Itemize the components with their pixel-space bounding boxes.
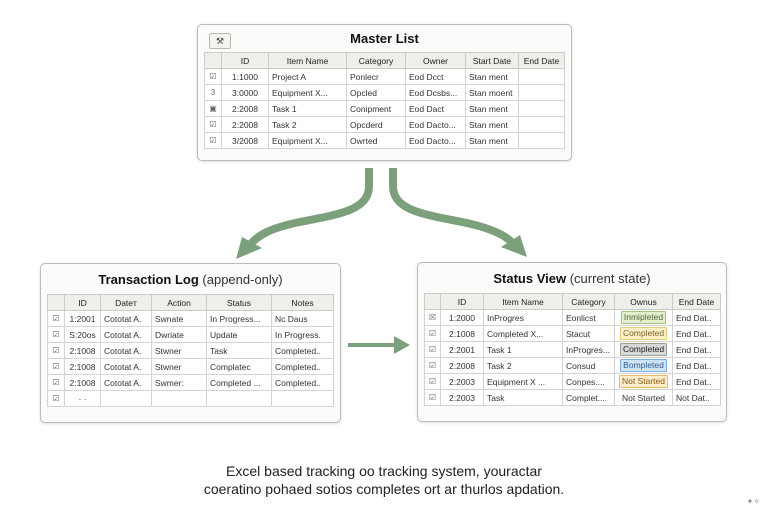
master-list-title: Master List (350, 31, 419, 46)
column-header[interactable]: Start Date (465, 52, 519, 69)
table-row[interactable]: ☑· · (47, 390, 334, 407)
flow-arrowhead-mid (394, 336, 410, 354)
column-header[interactable] (424, 293, 441, 310)
status-badge: Completed (619, 327, 668, 340)
caption: Excel based tracking oo tracking system,… (0, 462, 768, 498)
status-cell[interactable]: Not Started (614, 373, 673, 390)
corner-sparkle-icon: ✦✧ (746, 497, 760, 506)
tools-icon[interactable]: ⚒ (209, 33, 231, 49)
status-badge: Bompleted (620, 359, 667, 372)
column-header[interactable] (204, 52, 222, 69)
status-badge: Completed (619, 343, 668, 356)
column-header[interactable]: Status (206, 294, 272, 311)
caption-line-1: Excel based tracking oo tracking system,… (226, 463, 542, 479)
column-header[interactable]: Ownus (614, 293, 673, 310)
status-cell[interactable]: Inmipleted (614, 309, 673, 326)
column-header[interactable]: Owner (405, 52, 466, 69)
column-header[interactable]: Notes (271, 294, 334, 311)
row-checkbox[interactable]: ☑ (47, 390, 65, 407)
column-header[interactable]: ID (64, 294, 101, 311)
transaction-log-title: Transaction Log (append-only) (98, 272, 283, 287)
flow-arrowhead-left (236, 237, 262, 259)
column-header[interactable] (47, 294, 65, 311)
table-cell[interactable]: Not Dat.. (672, 389, 721, 406)
table-cell[interactable]: 2:2003 (440, 389, 484, 406)
column-header[interactable]: End Date (518, 52, 565, 69)
table-cell[interactable] (271, 390, 334, 407)
status-cell[interactable]: Completed (614, 341, 673, 358)
flow-arrow-master-to-status (389, 168, 519, 249)
column-header[interactable]: Dateт (100, 294, 152, 311)
column-header[interactable]: ID (221, 52, 269, 69)
flow-arrow-master-to-transaction (244, 168, 373, 251)
column-header[interactable]: Item Name (483, 293, 563, 310)
caption-line-2: coeratino pohaed sotios completes ort ar… (203, 481, 565, 497)
table-cell[interactable] (518, 132, 565, 149)
status-cell[interactable]: Completed (614, 325, 673, 342)
column-header[interactable]: Category (562, 293, 615, 310)
status-badge: Not Started (619, 375, 668, 388)
flow-arrowhead-right (501, 235, 527, 257)
table-cell[interactable]: 3/2008 (221, 132, 269, 149)
status-badge: Inmipleted (620, 311, 667, 324)
status-view-title: Status View (current state) (493, 271, 651, 286)
